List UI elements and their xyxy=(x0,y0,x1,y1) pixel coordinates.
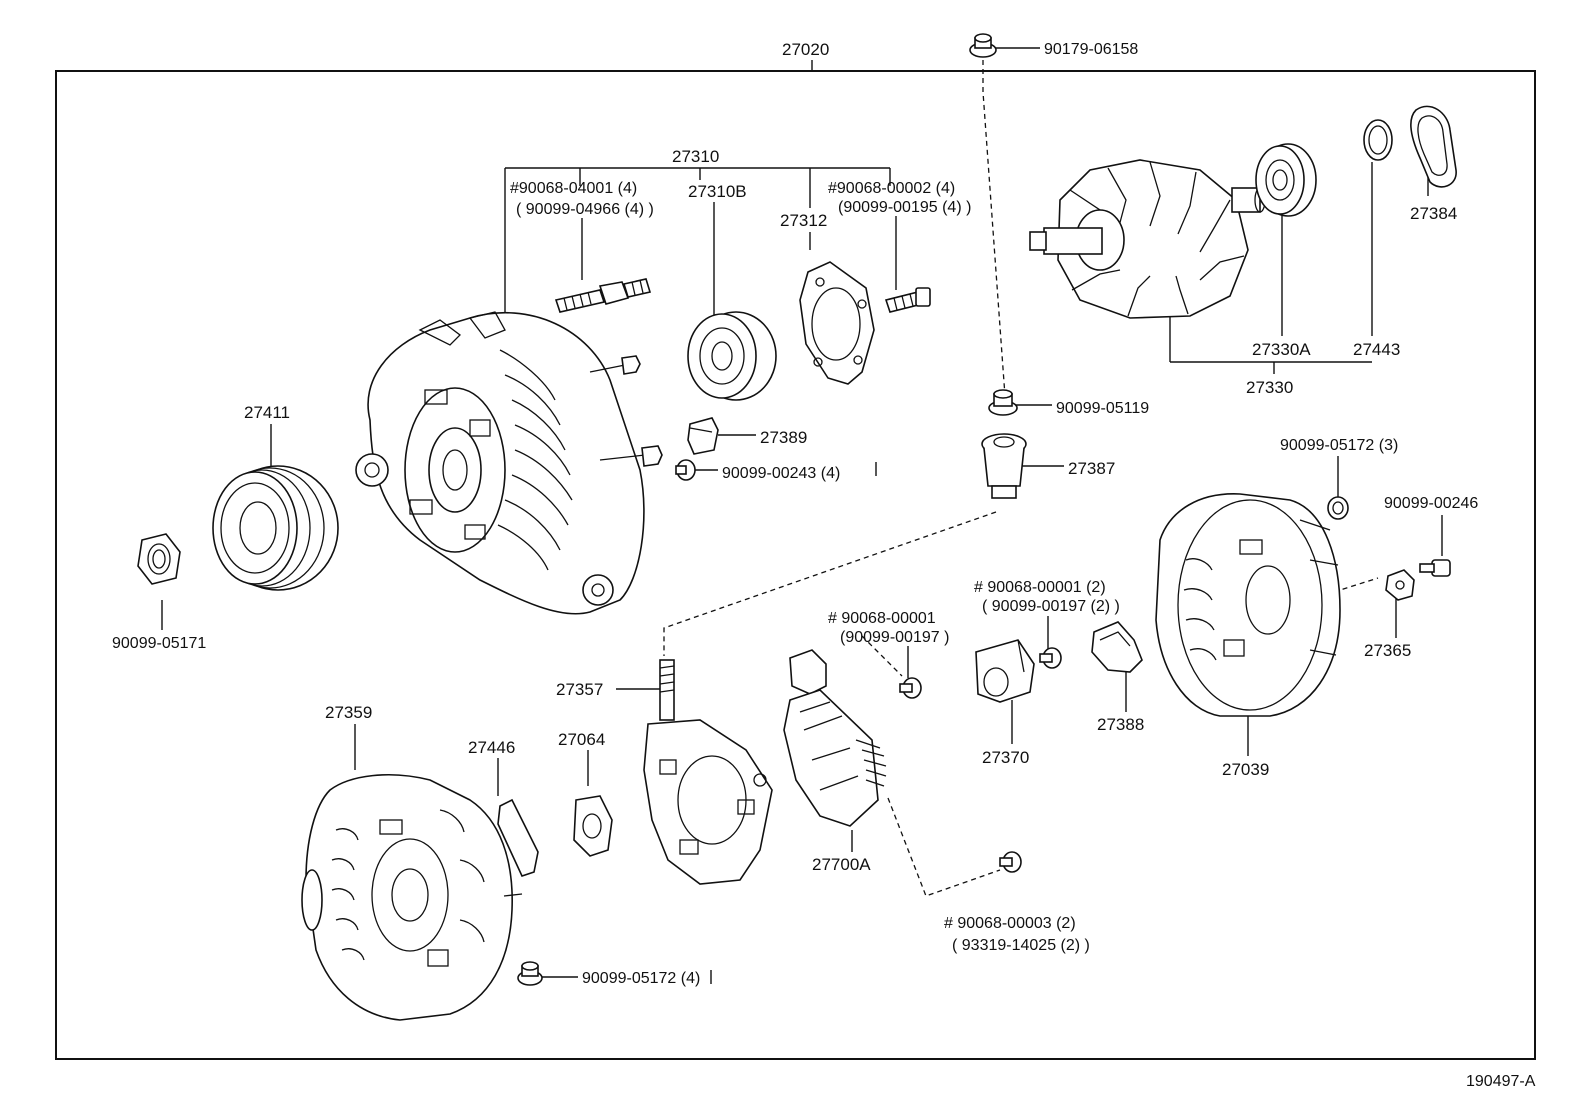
insulator-27389-drawing xyxy=(687,417,719,455)
label-stud-90099-04966: ( 90099-04966 (4) ) xyxy=(516,201,654,218)
label-90068-00001: # 90068-00001 xyxy=(828,610,936,627)
label-90099-05119: 90099-05119 xyxy=(1056,400,1149,417)
label-27411: 27411 xyxy=(244,403,290,422)
label-90099-00246: 90099-00246 xyxy=(1384,495,1478,512)
insulator-27064-drawing xyxy=(573,795,613,857)
label-27700A: 27700A xyxy=(812,855,871,874)
label-27443: 27443 xyxy=(1353,340,1400,359)
screw-90099-00243-drawing xyxy=(675,459,696,481)
washer-27443-drawing xyxy=(1363,119,1393,161)
regulator-27700A-drawing xyxy=(783,649,887,827)
bearing-27310B-drawing xyxy=(687,311,777,401)
label-27312: 27312 xyxy=(780,211,827,230)
label-90068-00001-2: # 90068-00001 (2) xyxy=(974,579,1106,596)
label-93319-14025: ( 93319-14025 (2) ) xyxy=(952,937,1090,954)
bearing-27330A-drawing xyxy=(1255,143,1317,217)
plate-27446-drawing xyxy=(497,798,539,877)
label-90099-05172-3: 90099-05172 (3) xyxy=(1280,437,1398,454)
rear-end-frame-27039-drawing xyxy=(1155,493,1341,717)
label-27064: 27064 xyxy=(558,730,605,749)
assembly-dashed-lines xyxy=(663,60,1379,897)
label-90099-00197: (90099-00197 ) xyxy=(840,629,949,646)
retainer-plate-27312-drawing xyxy=(799,261,875,385)
nut-90099-05172-3-drawing xyxy=(1327,496,1349,520)
label-screw-90099-00195: (90099-00195 (4) ) xyxy=(838,199,971,216)
label-90068-00003: # 90068-00003 (2) xyxy=(944,915,1076,932)
label-90179-06158: 90179-06158 xyxy=(1044,41,1138,58)
rotor-27330-drawing xyxy=(1029,159,1266,319)
brush-holder-27370-drawing xyxy=(975,639,1035,703)
rectifier-27357-drawing xyxy=(643,659,773,885)
screw-90068-00001-drawing xyxy=(899,677,922,699)
label-27387: 27387 xyxy=(1068,459,1115,478)
insulator-27384-drawing xyxy=(1409,105,1457,188)
label-27446: 27446 xyxy=(468,738,515,757)
label-27310: 27310 xyxy=(672,147,719,166)
label-90099-00243: 90099-00243 (4) xyxy=(722,465,840,482)
label-27365: 27365 xyxy=(1364,641,1411,660)
label-stud-90068-04001: #90068-04001 (4) xyxy=(510,180,637,197)
drive-end-frame-drawing xyxy=(355,311,663,615)
screw-90068-00002-drawing xyxy=(884,287,931,313)
bolt-90099-00246-drawing xyxy=(1419,559,1451,577)
bolt-90179-06158-drawing xyxy=(969,33,997,58)
terminal-insulator-27387-drawing xyxy=(981,433,1027,499)
diagram-frame xyxy=(55,70,1536,1060)
label-90099-00197-2: ( 90099-00197 (2) ) xyxy=(982,598,1120,615)
label-screw-90068-00002: #90068-00002 (4) xyxy=(828,180,955,197)
rear-cover-27359-drawing xyxy=(301,774,523,1021)
screw-90068-00001-2-drawing xyxy=(1039,647,1062,669)
diagram-id: 190497-A xyxy=(1466,1073,1536,1090)
label-27357: 27357 xyxy=(556,680,603,699)
cover-27388-drawing xyxy=(1091,621,1143,673)
stud-bolt-drawing xyxy=(554,278,652,313)
clip-27365-drawing xyxy=(1385,569,1415,601)
label-90099-05171: 90099-05171 xyxy=(112,635,206,652)
pulley-27411-drawing xyxy=(212,465,339,591)
label-27389: 27389 xyxy=(760,428,807,447)
label-27310B: 27310B xyxy=(688,182,747,201)
nut-90099-05171-drawing xyxy=(137,533,181,585)
nut-90099-05119-drawing xyxy=(988,389,1018,416)
label-27330A: 27330A xyxy=(1252,340,1311,359)
screw-90068-00003-drawing xyxy=(999,851,1022,873)
label-27039: 27039 xyxy=(1222,760,1269,779)
label-27388: 27388 xyxy=(1097,715,1144,734)
label-27359: 27359 xyxy=(325,703,372,722)
label-27330: 27330 xyxy=(1246,378,1293,397)
label-27020: 27020 xyxy=(782,40,829,59)
nut-90099-05172-4-drawing xyxy=(517,961,543,986)
label-90099-05172-4: 90099-05172 (4) xyxy=(582,970,700,987)
label-27384: 27384 xyxy=(1410,204,1457,223)
label-27370: 27370 xyxy=(982,748,1029,767)
